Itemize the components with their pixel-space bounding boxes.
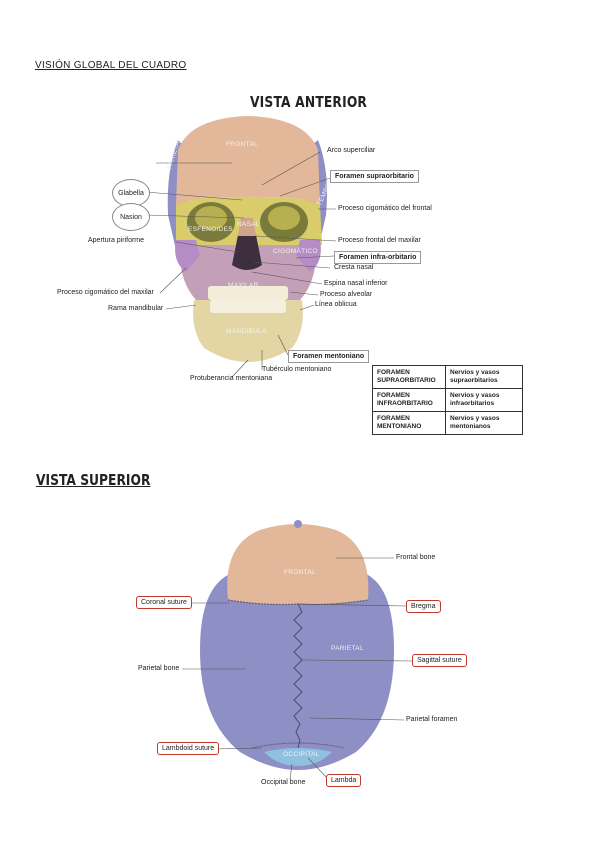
superior-view-title: VISTA SUPERIOR	[36, 471, 151, 489]
lambdoid-suture-line	[251, 742, 345, 749]
lower-teeth-shape	[210, 300, 286, 313]
table-cell-foramen: FORAMEN INFRAORBITARIO	[372, 388, 446, 412]
mandible-bone-label: MANDÍBULA	[226, 328, 267, 335]
lambda-label: Lambda	[326, 774, 362, 787]
superior-parietal-label: PARIETAL	[331, 645, 364, 652]
zygomatic-bone-label: CIGOMÁTICO	[273, 248, 318, 255]
maxilla-bone-label: MAXILAR	[228, 282, 259, 289]
nasion-label: Nasion	[112, 203, 150, 231]
table-row: FORAMEN MENTONIANO Nervios y vasos mento…	[372, 411, 523, 435]
table-cell-content: Nervios y vasos infraorbitarios	[445, 388, 523, 412]
sphenoid-bone-label: ESFENOIDES	[188, 226, 233, 233]
nasal-aperture-shape	[232, 231, 262, 270]
frontal-bone-label-superior: Frontal bone	[396, 554, 436, 561]
supraorbital-foramen-label: Foramen supraorbitario	[330, 170, 419, 183]
glabella-label: Glabella	[112, 179, 150, 207]
superior-nasal-bump	[294, 520, 302, 528]
table-row: FORAMEN SUPRAORBITARIO Nervios y vasos s…	[372, 365, 523, 389]
table-cell-foramen: FORAMEN MENTONIANO	[372, 411, 446, 435]
lambdoid-suture-label: Lambdoid suture	[157, 742, 220, 755]
maxilla-zygomatic-process-label: Proceso cigomático del maxilar	[57, 289, 154, 296]
superior-frontal-label: FRONTAL	[284, 569, 316, 576]
superior-frontal-shape	[227, 524, 369, 605]
piriform-aperture-label: Apertura piriforme	[88, 237, 145, 244]
anterior-mandible-shape	[193, 300, 303, 362]
parietal-foramen-label: Parietal foramen	[406, 716, 458, 723]
table-row: FORAMEN INFRAORBITARIO Nervios y vasos i…	[372, 388, 523, 412]
mental-tubercle-label: Tubérculo mentoniano	[262, 366, 332, 373]
superior-occipital-shape	[264, 748, 332, 766]
bregma-label: Bregma	[406, 600, 441, 613]
occipital-bone-label-superior: Occipital bone	[261, 779, 306, 786]
mental-protuberance-label: Protuberancia mentoniana	[190, 375, 273, 382]
left-orbit-inner	[195, 206, 227, 230]
upper-teeth-shape	[208, 286, 288, 300]
nasal-crest-label: Cresta nasal	[334, 264, 374, 271]
nasal-bone-label: NASAL	[237, 221, 260, 228]
sagittal-suture-label: Sagittal suture	[412, 654, 467, 667]
frontal-bone-label: FRONTAL	[226, 141, 258, 148]
anterior-frontal-shape	[176, 116, 320, 205]
zygomatic-left-shape	[175, 240, 200, 272]
oblique-line-label: Línea oblicua	[315, 301, 357, 308]
document-header: VISIÓN GLOBAL DEL CUADRO	[35, 60, 187, 71]
inferior-nasal-spine-label: Espina nasal inferior	[324, 280, 388, 287]
parietal-bone-label-superior: Parietal bone	[138, 665, 180, 672]
nasal-bone-shape	[238, 218, 256, 236]
sagittal-suture-line	[293, 603, 303, 749]
superior-parietal-shape	[200, 575, 394, 770]
anterior-view-title: VISTA ANTERIOR	[250, 93, 368, 111]
mandibular-ramus-label: Rama mandibular	[108, 305, 164, 312]
table-cell-content: Nervios y vasos mentonianos	[445, 411, 523, 435]
coronal-suture-label: Coronal suture	[136, 596, 192, 609]
superciliary-arch-label: Arco superciliar	[327, 147, 376, 154]
maxilla-frontal-process-label: Proceso frontal del maxilar	[338, 237, 421, 244]
frontal-zygomatic-process-label: Proceso cigomático del frontal	[338, 205, 432, 212]
superior-occipital-label: OCCIPITAL	[283, 751, 320, 758]
foramina-table: FORAMEN SUPRAORBITARIO Nervios y vasos s…	[372, 365, 523, 435]
infraorbital-foramen-label: Foramen infra-orbitario	[334, 251, 422, 264]
zygomatic-right-shape	[296, 240, 321, 272]
mental-foramen-label: Foramen mentoniano	[288, 350, 370, 363]
alveolar-process-label: Proceso alveolar	[320, 291, 373, 298]
right-orbit-inner	[268, 206, 300, 230]
